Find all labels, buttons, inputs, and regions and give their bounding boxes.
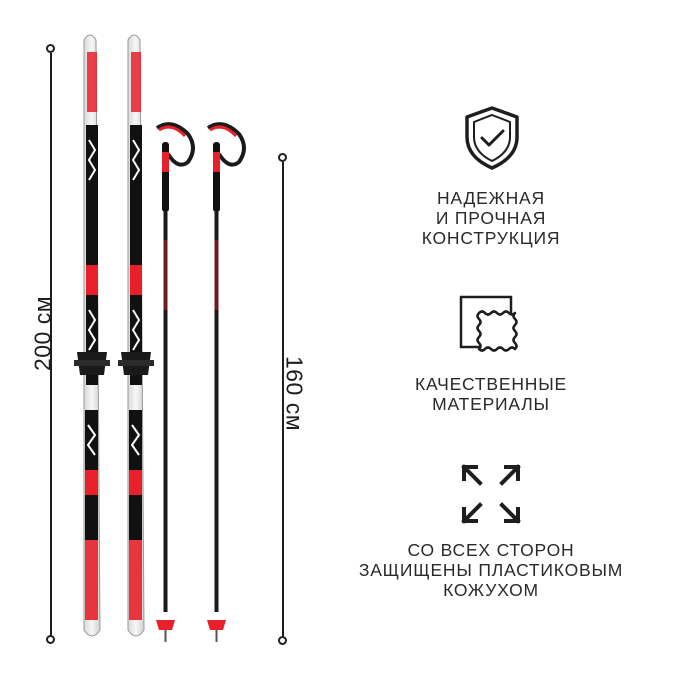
feature-line: КОНСТРУКЦИЯ: [421, 228, 561, 248]
feature-line: КАЧЕСТВЕННЫЕ: [415, 374, 567, 394]
pole-right: [206, 122, 246, 642]
expand-arrows-icon: [460, 463, 522, 525]
feature-line: СО ВСЕХ СТОРОН: [407, 540, 575, 560]
dimension-cap-top: [46, 44, 55, 53]
dimension-cap-bottom: [278, 636, 287, 645]
ski-set-illustration: [74, 34, 246, 642]
dimension-cap-top: [278, 153, 287, 162]
ski-left: [74, 34, 110, 637]
feature-line: МАТЕРИАЛЫ: [432, 394, 550, 414]
fabric-material-icon: [457, 293, 529, 365]
ski-length-label: 200 см: [29, 295, 56, 372]
feature-line: КОЖУХОМ: [443, 580, 539, 600]
dimension-line: [49, 53, 52, 636]
feature-line: ЗАЩИЩЕНЫ ПЛАСТИКОВЫМ: [358, 560, 624, 580]
feature-line: И ПРОЧНАЯ: [435, 208, 547, 228]
ski-right: [118, 34, 154, 637]
feature-line: НАДЕЖНАЯ: [437, 188, 545, 208]
feature-protection-text: СО ВСЕХ СТОРОН ЗАЩИЩЕНЫ ПЛАСТИКОВЫМ КОЖУ…: [330, 540, 652, 600]
pole-left: [155, 122, 195, 642]
dimension-cap-bottom: [46, 635, 55, 644]
shield-check-icon: [462, 105, 522, 171]
pole-length-label: 160 см: [281, 355, 308, 432]
feature-strength-text: НАДЕЖНАЯ И ПРОЧНАЯ КОНСТРУКЦИЯ: [360, 188, 622, 248]
feature-materials-text: КАЧЕСТВЕННЫЕ МАТЕРИАЛЫ: [360, 374, 622, 414]
dimension-line: [281, 162, 284, 638]
